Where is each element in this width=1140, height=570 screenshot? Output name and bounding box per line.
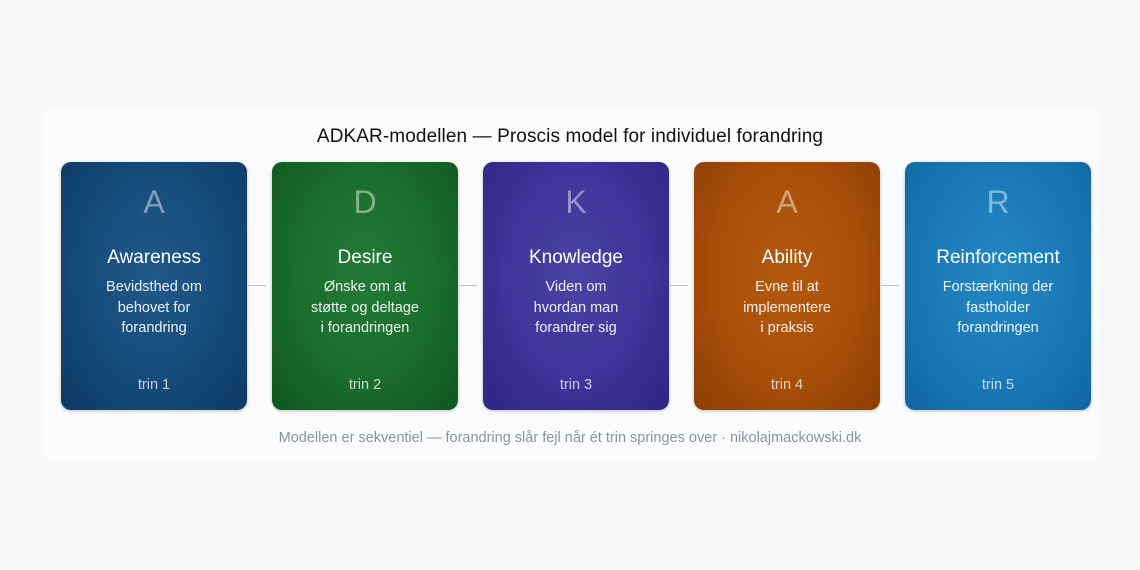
desc-line: hvordan man [533,299,619,316]
step-name: Knowledge [528,247,624,268]
step-number: trin 4 [770,377,804,393]
desc-line: støtte og deltage [310,299,419,316]
step-card-reinforcement: R Reinforcement Forstærkning der fasthol… [905,162,1091,410]
desc-line: Viden om [545,279,607,295]
connector-line [248,285,266,286]
step-card-ability: A Ability Evne til at implementere i pra… [694,162,880,410]
desc-line: Ønske om at [323,279,407,295]
step-card-desire: D Desire Ønske om at støtte og deltage i… [272,162,458,410]
step-card-awareness: A Awareness Bevidsthed om behovet for fo… [61,162,247,410]
desc-line: i praksis [760,320,814,336]
diagram-title: ADKAR-modellen — Proscis model for indiv… [316,126,824,147]
desc-line: i forandringen [320,320,410,336]
step-letter: A [776,184,798,220]
step-number: trin 5 [981,377,1015,393]
connector-line [670,285,688,286]
step-number: trin 1 [137,377,171,393]
step-description: Evne til at implementere i praksis [704,277,870,339]
step-letter: D [353,184,377,220]
connector-line [881,285,899,286]
footer-note: Modellen er sekventiel — forandring slår… [278,430,862,446]
connector-line [459,285,477,286]
step-description: Forstærkning der fastholder forandringen [915,277,1081,339]
step-name: Desire [337,247,393,268]
desc-line: forandrer sig [535,320,617,336]
desc-line: Evne til at [755,279,819,295]
desc-line: implementere [743,299,831,316]
step-number: trin 2 [348,377,382,393]
desc-line: forandringen [957,320,1039,336]
step-card-knowledge: K Knowledge Viden om hvordan man forandr… [483,162,669,410]
desc-line: Bevidsthed om [106,279,202,295]
desc-line: behovet for [117,299,191,316]
desc-line: Forstærkning der [942,279,1054,295]
step-description: Bevidsthed om behovet for forandring [71,277,237,339]
step-number: trin 3 [559,377,593,393]
desc-line: forandring [121,320,187,336]
step-name: Ability [761,247,813,268]
step-letter: K [565,184,587,220]
step-letter: R [986,184,1010,220]
step-name: Awareness [107,247,201,268]
step-name: Reinforcement [936,247,1060,268]
desc-line: fastholder [966,299,1030,316]
step-description: Ønske om at støtte og deltage i forandri… [282,277,448,339]
step-letter: A [143,184,165,220]
step-description: Viden om hvordan man forandrer sig [493,277,659,339]
